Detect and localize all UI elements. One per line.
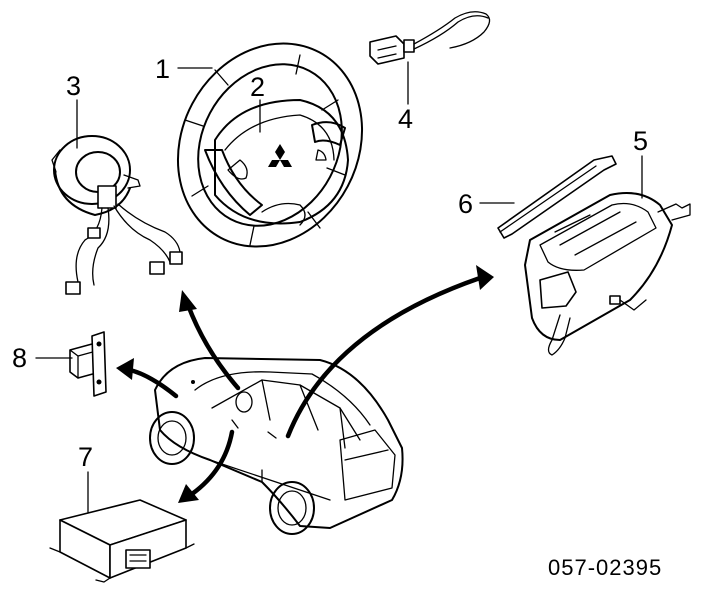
control-unit-part: [49, 499, 195, 583]
arrow-to-passenger: [285, 275, 483, 439]
callout-4: 4: [398, 104, 413, 134]
vehicle-outline: [149, 357, 404, 535]
arrow-to-sensor: [127, 367, 179, 399]
callout-5: 5: [633, 126, 648, 156]
callout-3: 3: [66, 71, 81, 101]
clock-spring-part: [51, 135, 183, 295]
callout-7: 7: [78, 442, 93, 472]
callout-8: 8: [12, 343, 27, 373]
emblem-icon: [268, 144, 292, 167]
arrow-head-steering: [179, 290, 197, 312]
bracket-part: [497, 155, 617, 239]
side-sensor-part: [69, 331, 107, 397]
arrow-head-passenger: [476, 265, 494, 290]
callout-6: 6: [458, 189, 473, 219]
diagram-code: 057-02395: [548, 555, 662, 580]
arrows: [116, 265, 494, 503]
arrow-to-control-unit: [189, 429, 235, 497]
sensor-part: [369, 11, 491, 65]
steering-wheel-part: [176, 42, 364, 248]
arrow-to-steering: [185, 302, 241, 391]
callout-1: 1: [155, 54, 170, 84]
callout-2: 2: [250, 72, 265, 102]
arrow-head-control-unit: [178, 484, 199, 503]
passenger-airbag-part: [524, 192, 691, 356]
arrow-head-sensor: [116, 358, 134, 380]
